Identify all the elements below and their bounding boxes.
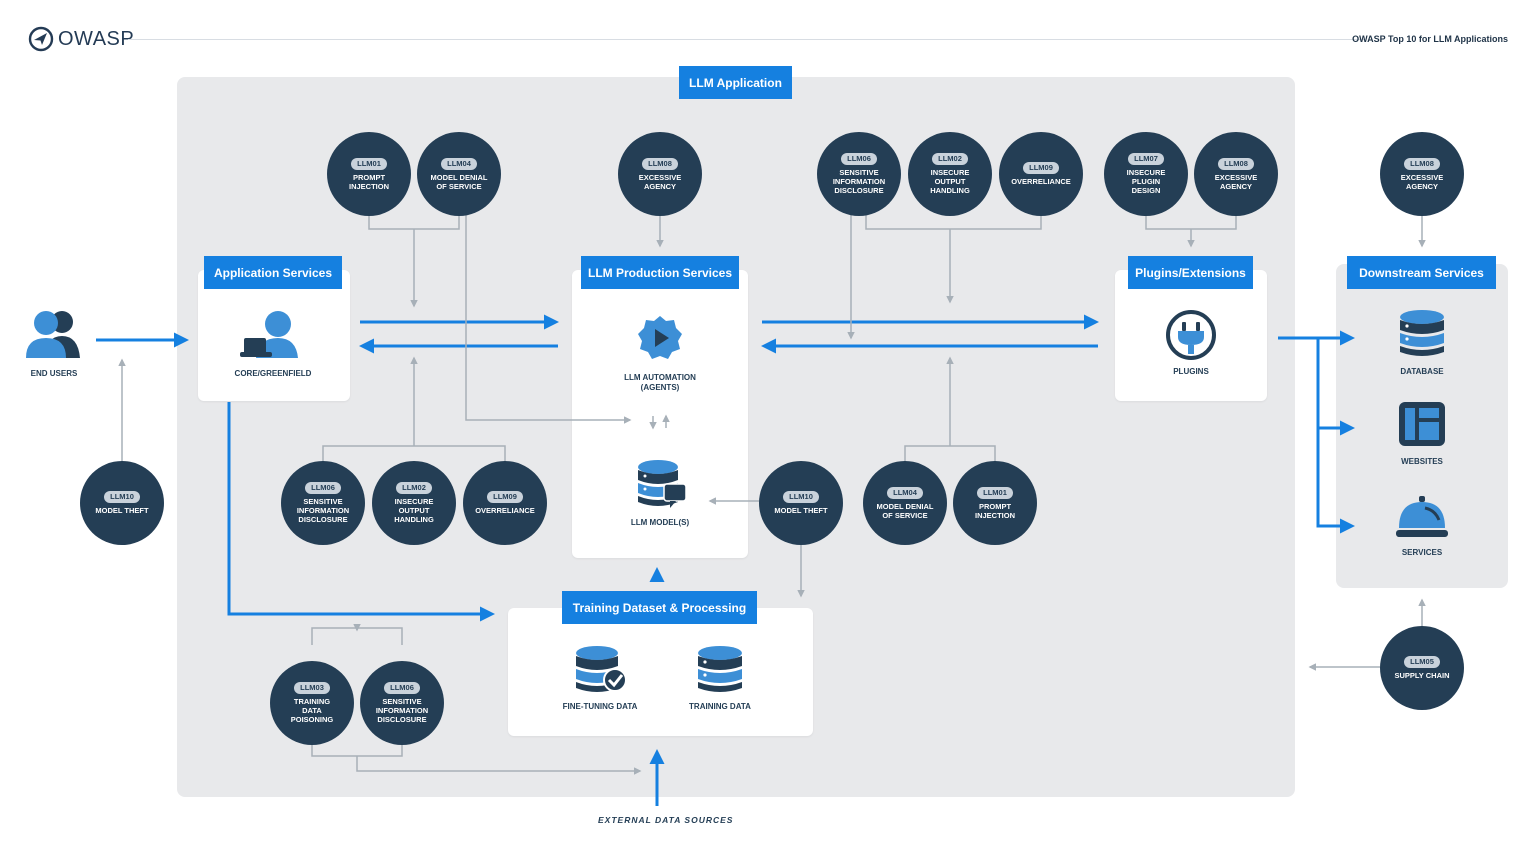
end-users-icon (26, 311, 80, 358)
plugins-icon (1166, 310, 1216, 360)
risk-name: EXCESSIVE AGENCY (1400, 172, 1444, 191)
llm-automation-label: LLM AUTOMATION (AGENTS) (624, 373, 696, 392)
risk-code: LLM09 (1023, 162, 1059, 174)
risk-badge: LLM02 INSECURE OUTPUT HANDLING (908, 132, 992, 216)
risk-code: LLM03 (294, 682, 330, 694)
risk-name: SENSITIVE INFORMATION DISCLOSURE (832, 168, 886, 195)
services-icon (1396, 496, 1448, 537)
plugins-label: PLUGINS (1173, 367, 1209, 376)
risk-name: SENSITIVE INFORMATION DISCLOSURE (375, 697, 429, 724)
core-greenfield-icon (240, 311, 298, 358)
tag-llm-production-services: LLM Production Services (581, 256, 739, 289)
risk-name: OVERRELIANCE (475, 506, 535, 515)
tag-application-services: Application Services (204, 256, 342, 289)
logo-text: OWASP (58, 27, 135, 50)
risk-name: SUPPLY CHAIN (1394, 671, 1450, 680)
risk-code: LLM05 (1404, 656, 1440, 668)
risk-name: MODEL THEFT (774, 506, 828, 515)
risk-name: INSECURE PLUGIN DESIGN (1126, 168, 1166, 195)
core-greenfield-label: CORE/GREENFIELD (234, 369, 312, 378)
risk-name: PROMPT INJECTION (974, 501, 1015, 520)
risk-name: INSECURE OUTPUT HANDLING (930, 168, 970, 195)
risk-code: LLM08 (1404, 157, 1440, 170)
websites-label: WEBSITES (1401, 457, 1443, 466)
risk-badge: LLM05 SUPPLY CHAIN (1380, 626, 1464, 710)
llm-models-label: LLM MODEL(S) (630, 518, 690, 527)
risk-badge: LLM06 SENSITIVE INFORMATION DISCLOSURE (281, 461, 365, 545)
end-users-label: END USERS (30, 369, 78, 378)
risk-name: EXCESSIVE AGENCY (638, 172, 682, 191)
risk-badge: LLM03 TRAINING DATA POISONING (270, 661, 354, 745)
fine-tuning-data-label: FINE-TUNING DATA (562, 702, 638, 711)
risk-code: LLM08 (642, 157, 678, 170)
risk-badge: LLM01 PROMPT INJECTION (327, 132, 411, 216)
risk-code: LLM10 (104, 491, 140, 503)
risk-name: OVERRELIANCE (1011, 177, 1071, 186)
websites-icon (1399, 402, 1445, 446)
tag-downstream-services: Downstream Services (1347, 256, 1496, 289)
risk-code: LLM06 (841, 153, 877, 165)
database-label: DATABASE (1400, 367, 1444, 376)
risk-badge: LLM07 INSECURE PLUGIN DESIGN (1104, 132, 1188, 216)
risk-badge: LLM06 SENSITIVE INFORMATION DISCLOSURE (360, 661, 444, 745)
risk-name: MODEL DENIAL OF SERVICE (430, 172, 488, 191)
risk-badge: LLM01 PROMPT INJECTION (953, 461, 1037, 545)
risk-name: MODEL DENIAL OF SERVICE (876, 501, 934, 520)
training-dataset-box (508, 608, 813, 736)
risk-badge: LLM08 EXCESSIVE AGENCY (1194, 132, 1278, 216)
risk-name: PROMPT INJECTION (348, 172, 389, 191)
fine-tuning-data-icon (576, 646, 627, 692)
tag-llm-application: LLM Application (679, 66, 792, 99)
risk-badge: LLM10 MODEL THEFT (80, 461, 164, 545)
risk-badge: LLM08 EXCESSIVE AGENCY (618, 132, 702, 216)
risk-code: LLM06 (305, 482, 341, 494)
risk-badge: LLM09 OVERRELIANCE (463, 461, 547, 545)
risk-code: LLM07 (1128, 153, 1164, 165)
header-divider (128, 39, 1364, 40)
database-icon (1400, 310, 1444, 356)
risk-badge: LLM06 SENSITIVE INFORMATION DISCLOSURE (817, 132, 901, 216)
owasp-logo-icon (28, 26, 54, 52)
risk-name: TRAINING DATA POISONING (290, 697, 334, 724)
risk-badge: LLM04 MODEL DENIAL OF SERVICE (863, 461, 947, 545)
training-data-icon (698, 646, 742, 692)
risk-badge: LLM10 MODEL THEFT (759, 461, 843, 545)
risk-code: LLM04 (441, 157, 477, 170)
risk-code: LLM06 (384, 682, 420, 694)
risk-name: MODEL THEFT (95, 506, 149, 515)
risk-code: LLM02 (932, 153, 968, 165)
external-data-sources-label: EXTERNAL DATA SOURCES (598, 815, 734, 825)
risk-badge: LLM09 OVERRELIANCE (999, 132, 1083, 216)
risk-badge: LLM02 INSECURE OUTPUT HANDLING (372, 461, 456, 545)
risk-code: LLM10 (783, 491, 819, 503)
risk-code: LLM01 (351, 157, 387, 170)
llm-automation-icon (638, 316, 682, 359)
services-label: SERVICES (1401, 548, 1443, 557)
tag-training-dataset: Training Dataset & Processing (562, 591, 757, 624)
risk-name: SENSITIVE INFORMATION DISCLOSURE (296, 497, 350, 524)
risk-name: INSECURE OUTPUT HANDLING (394, 497, 434, 524)
llm-models-icon (638, 460, 687, 508)
risk-code: LLM09 (487, 491, 523, 503)
risk-badge: LLM04 MODEL DENIAL OF SERVICE (417, 132, 501, 216)
owasp-logo: OWASP (28, 26, 134, 52)
page-title: OWASP Top 10 for LLM Applications (1352, 34, 1508, 44)
risk-code: LLM04 (887, 486, 923, 499)
risk-badge: LLM08 EXCESSIVE AGENCY (1380, 132, 1464, 216)
risk-code: LLM08 (1218, 157, 1254, 170)
risk-code: LLM02 (396, 482, 432, 494)
training-data-label: TRAINING DATA (689, 702, 751, 711)
tag-plugins-extensions: Plugins/Extensions (1128, 256, 1253, 289)
risk-code: LLM01 (977, 486, 1013, 499)
risk-name: EXCESSIVE AGENCY (1214, 172, 1258, 191)
